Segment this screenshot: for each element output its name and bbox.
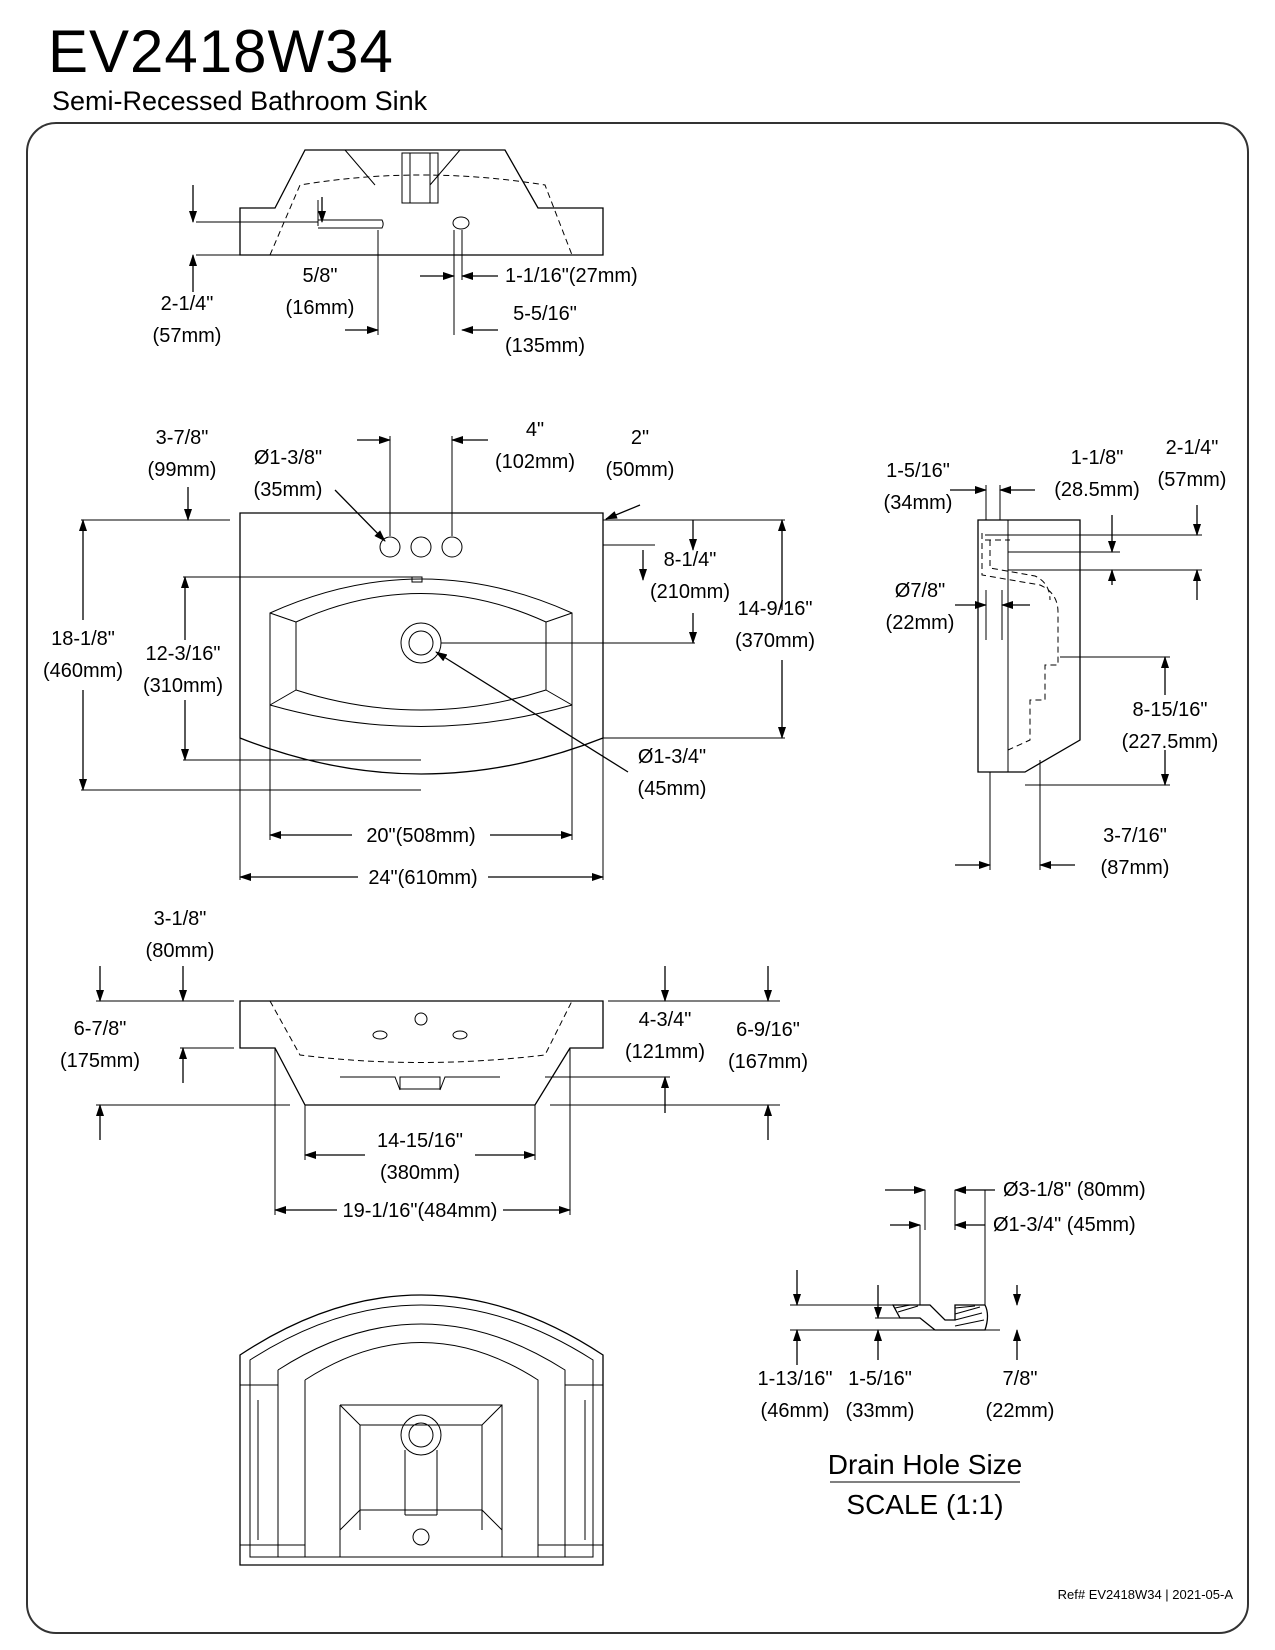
rear-center-inch: 5-5/16" <box>513 303 577 325</box>
front-bottom-mm: (380mm) <box>380 1162 460 1184</box>
top-back-mm: (50mm) <box>606 459 675 481</box>
drain-b-mm: (33mm) <box>846 1400 915 1422</box>
top-depth-inch: 18-1/8" <box>51 628 115 650</box>
reference-number: Ref# EV2418W34 | 2021-05-A <box>1057 1587 1233 1602</box>
top-left-mm: (99mm) <box>148 459 217 481</box>
side-top-inch: 2-1/4" <box>1166 437 1219 459</box>
drain-caption: Drain Hole Size <box>828 1449 1023 1480</box>
side-overflow-mm: (22mm) <box>886 612 955 634</box>
top-drain-dia-inch: Ø1-3/4" <box>638 746 706 768</box>
top-view: 3-7/8" (99mm) Ø1-3/8" (35mm) 4" (102mm) … <box>43 419 815 889</box>
drain-c-inch: 7/8" <box>1003 1368 1038 1390</box>
top-depth-mm: (460mm) <box>43 660 123 682</box>
drawing-frame <box>26 122 1249 1634</box>
rear-slot-inch: 5/8" <box>303 265 338 287</box>
top-bowl-inch: 12-3/16" <box>146 643 221 665</box>
top-deck-inch: 14-9/16" <box>738 598 813 620</box>
top-inner-width: 20"(508mm) <box>366 825 475 847</box>
model-subtitle: Semi-Recessed Bathroom Sink <box>52 86 428 116</box>
front-below-mm: (167mm) <box>728 1051 808 1073</box>
top-drain-back-mm: (210mm) <box>650 581 730 603</box>
side-drain-offset-mm: (87mm) <box>1101 857 1170 879</box>
top-back-inch: 2" <box>631 427 649 449</box>
rear-slot-mm: (16mm) <box>286 297 355 319</box>
top-hole-dia-mm: (35mm) <box>254 479 323 501</box>
top-deck-mm: (370mm) <box>735 630 815 652</box>
front-bowl-height-inch: 4-3/4" <box>639 1009 692 1031</box>
drain-a-inch: 1-13/16" <box>758 1368 833 1390</box>
side-rim-inch: 1-1/8" <box>1071 447 1124 469</box>
drain-detail: Ø3-1/8" (80mm) Ø1-3/4" (45mm) 1-13/16" (… <box>758 1179 1146 1520</box>
top-spacing-mm: (102mm) <box>495 451 575 473</box>
top-left-inch: 3-7/8" <box>156 427 209 449</box>
side-drain-offset-inch: 3-7/16" <box>1103 825 1167 847</box>
rear-center-mm: (135mm) <box>505 335 585 357</box>
drain-c-mm: (22mm) <box>986 1400 1055 1422</box>
top-width: 24"(610mm) <box>368 867 477 889</box>
side-top-mm: (57mm) <box>1158 469 1227 491</box>
side-rim-mm: (28.5mm) <box>1054 479 1140 501</box>
top-bowl-mm: (310mm) <box>143 675 223 697</box>
rear-height-inch: 2-1/4" <box>161 293 214 315</box>
front-bowl-height-mm: (121mm) <box>625 1041 705 1063</box>
side-view: 1-5/16" (34mm) 1-1/8" (28.5mm) 2-1/4" (5… <box>884 437 1227 879</box>
front-deck-edge-mm: (80mm) <box>146 940 215 962</box>
drain-b-inch: 1-5/16" <box>848 1368 912 1390</box>
perspective-view <box>239 1294 604 1566</box>
top-spacing-inch: 4" <box>526 419 544 441</box>
drain-scale: SCALE (1:1) <box>846 1489 1003 1520</box>
side-drain-height-mm: (227.5mm) <box>1122 731 1219 753</box>
front-below-inch: 6-9/16" <box>736 1019 800 1041</box>
front-deck-edge-inch: 3-1/8" <box>154 908 207 930</box>
drain-outer-dia: Ø3-1/8" (80mm) <box>1003 1179 1146 1201</box>
rear-view: 2-1/4" (57mm) 5/8" (16mm) 1-1/16"(27mm) … <box>153 149 638 357</box>
side-drain-height-inch: 8-15/16" <box>1133 699 1208 721</box>
side-wall-inch: 1-5/16" <box>886 460 950 482</box>
front-total-height-mm: (175mm) <box>60 1050 140 1072</box>
front-bottom-inch: 14-15/16" <box>377 1130 463 1152</box>
side-overflow-inch: Ø7/8" <box>895 580 945 602</box>
rear-height-mm: (57mm) <box>153 325 222 347</box>
rear-hole-gap: 1-1/16"(27mm) <box>505 265 638 287</box>
drain-a-mm: (46mm) <box>761 1400 830 1422</box>
top-hole-dia-inch: Ø1-3/8" <box>254 447 322 469</box>
model-title: EV2418W34 <box>48 18 394 85</box>
front-total-height-inch: 6-7/8" <box>74 1018 127 1040</box>
top-drain-back-inch: 8-1/4" <box>664 549 717 571</box>
front-bowl-width: 19-1/16"(484mm) <box>343 1200 498 1222</box>
front-view: 3-1/8" (80mm) 6-7/8" (175mm) 4-3/4" (121… <box>60 908 808 1222</box>
drain-inner-dia: Ø1-3/4" (45mm) <box>993 1214 1136 1236</box>
top-drain-dia-mm: (45mm) <box>638 778 707 800</box>
side-wall-mm: (34mm) <box>884 492 953 514</box>
